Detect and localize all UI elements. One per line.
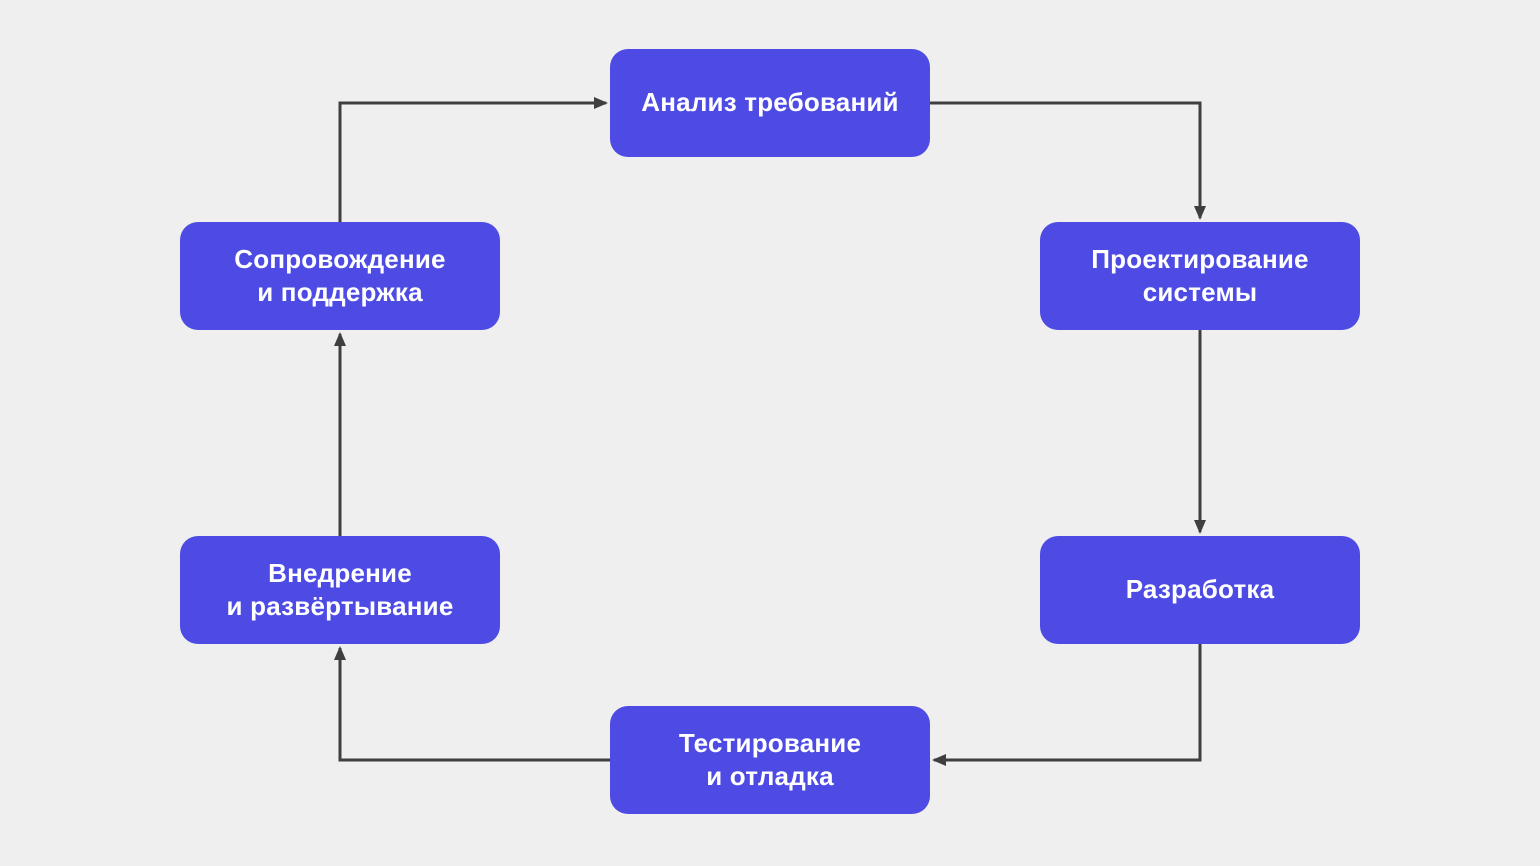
node-implementation-deployment[interactable]: Внедрение и развёртывание xyxy=(180,536,500,644)
edge-testing-to-deployment xyxy=(334,646,610,762)
edge-analysis-to-design xyxy=(930,101,1206,220)
node-system-design[interactable]: Проектирование системы xyxy=(1040,222,1360,330)
node-testing-debugging-label: Тестирование и отладка xyxy=(678,727,862,791)
node-development-label: Разработка xyxy=(1125,574,1275,605)
edge-development-to-testing xyxy=(932,644,1202,766)
node-requirements-analysis[interactable]: Анализ требований xyxy=(610,49,930,157)
node-maintenance-support[interactable]: Сопровождение и поддержка xyxy=(180,222,500,330)
node-testing-debugging[interactable]: Тестирование и отладка xyxy=(610,706,930,814)
node-maintenance-support-label: Сопровождение и поддержка xyxy=(234,243,446,307)
node-requirements-analysis-label: Анализ требований xyxy=(641,87,899,118)
edge-maintenance-to-analysis xyxy=(338,97,608,222)
node-development[interactable]: Разработка xyxy=(1040,536,1360,644)
node-implementation-deployment-label: Внедрение и развёртывание xyxy=(226,557,454,621)
node-system-design-label: Проектирование системы xyxy=(1091,243,1309,307)
